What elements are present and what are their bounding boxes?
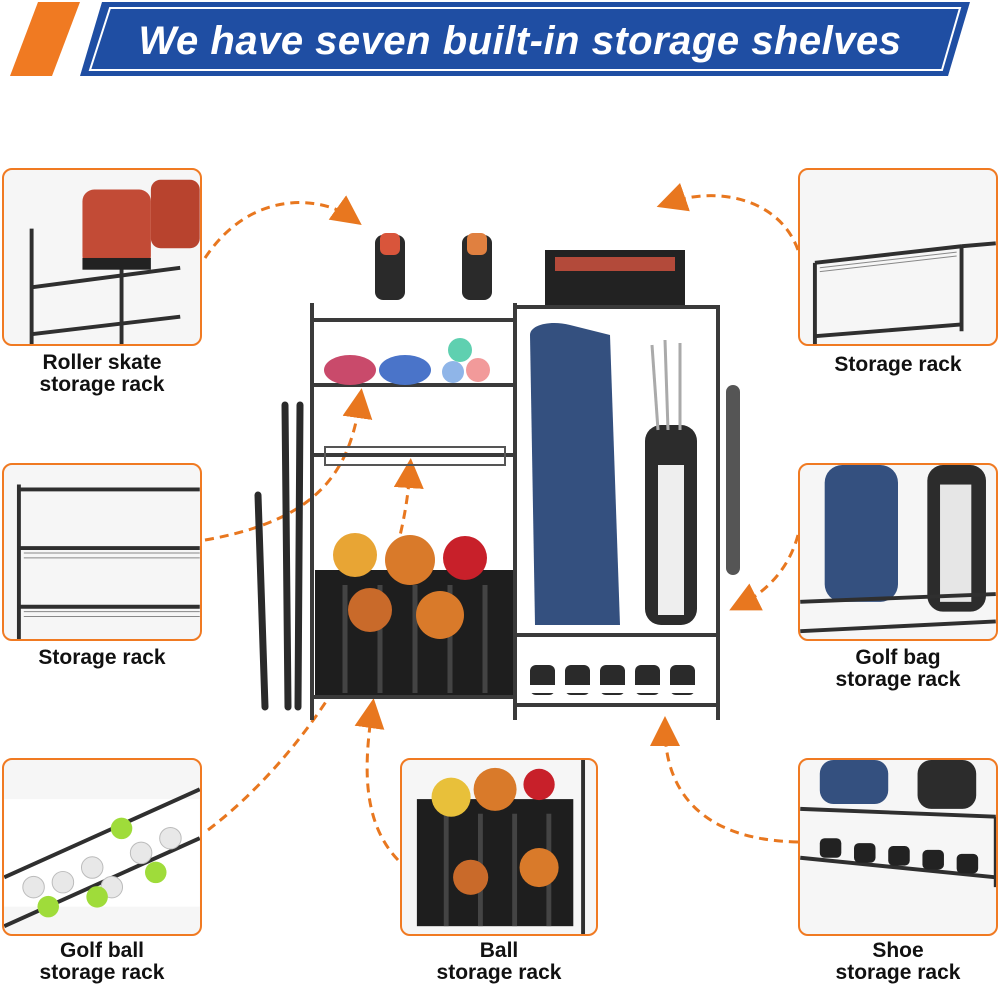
banner-accent-stripe — [10, 2, 80, 76]
photo-roller-skate-rack — [2, 168, 202, 346]
arrow-shoe — [650, 716, 799, 844]
sports-equipment-organizer-photo — [254, 233, 740, 720]
photo-golf-bag-rack — [798, 463, 998, 641]
photo-storage-rack-right — [798, 168, 998, 346]
photo-shoe-rack — [798, 758, 998, 936]
photo-storage-rack-left — [2, 463, 202, 641]
photo-golf-ball-basket — [2, 758, 202, 936]
banner-title: We have seven built-in storage shelves — [138, 18, 902, 63]
banner-background — [80, 2, 970, 76]
roller-skates — [375, 233, 492, 300]
label-storage-rack-right: Storage rack — [834, 353, 962, 376]
label-storage-rack-left: Storage rack — [38, 646, 166, 669]
photo-ball-bin — [400, 758, 598, 936]
